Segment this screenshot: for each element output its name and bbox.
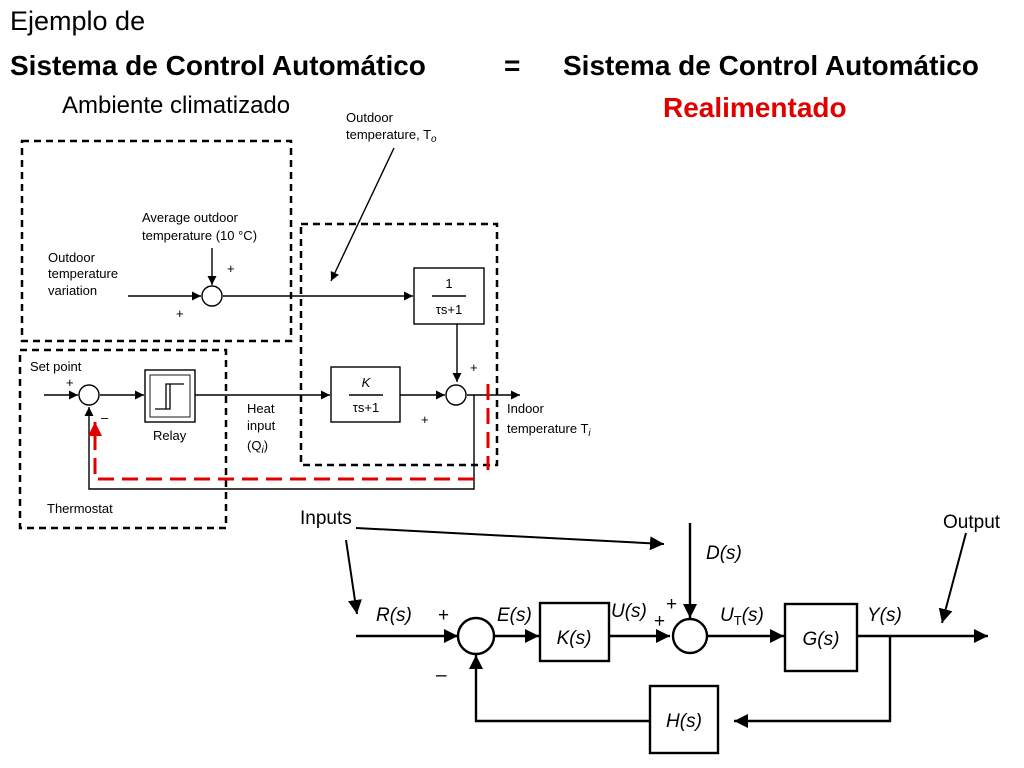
outdoor-label-sub: o	[431, 134, 437, 145]
plant-dashed-box	[299, 222, 499, 467]
heat-label-3: (Q	[247, 438, 261, 453]
right-title-line-1: Sistema de Control Automático	[563, 50, 979, 81]
outdoor-transfer-block	[413, 267, 485, 325]
svg-text:(Qi): (Qi)	[247, 438, 268, 456]
title-line-1: Ejemplo de	[10, 6, 146, 36]
disturbance-label: D(s)	[706, 543, 742, 564]
variation-label-1: Outdoor	[48, 250, 96, 265]
tf1-denominator: τs+1	[436, 302, 462, 317]
thermostat-labels: Outdoor temperature, To Average outdoor …	[30, 110, 591, 516]
plus-sign: +	[227, 261, 235, 276]
reference-label: R(s)	[376, 605, 412, 626]
variation-label-3: variation	[48, 283, 97, 298]
total-control-close: (s)	[742, 605, 764, 626]
inputs-label: Inputs	[300, 508, 352, 529]
total-control-label: U	[720, 605, 734, 626]
thermostat-label: Thermostat	[47, 501, 113, 516]
feedback-block-diagram	[345, 523, 988, 755]
controller-label: K(s)	[557, 628, 592, 649]
svg-text:temperature Ti: temperature Ti	[507, 421, 591, 439]
thermostat-diagram	[18, 139, 520, 530]
block-diagram-labels: Inputs Output D(s) R(s) + E(s) K(s) U(s)…	[300, 508, 1001, 732]
plus-sign: +	[666, 594, 677, 615]
indoor-summing-junction	[445, 384, 467, 406]
disturbance-summing-junction	[671, 617, 709, 655]
svg-text:temperature, To: temperature, To	[346, 127, 437, 145]
feedback-highlight	[88, 384, 490, 481]
control-label: U(s)	[611, 601, 647, 622]
heat-label-sub: i	[261, 445, 264, 456]
controller-dashed-box	[18, 348, 228, 530]
right-title-line-2: Realimentado	[663, 92, 847, 123]
plus-sign: +	[470, 360, 478, 375]
tf2-numerator: K	[362, 375, 372, 390]
avg-outdoor-label-1: Average outdoor	[142, 210, 239, 225]
total-control-sub: T	[734, 613, 742, 628]
plus-sign: +	[66, 375, 74, 390]
svg-text:UT(s): UT(s)	[720, 605, 764, 628]
title-line-2: Sistema de Control Automático	[10, 50, 426, 81]
plus-sign: +	[654, 611, 665, 632]
plus-sign: +	[176, 306, 184, 321]
outdoor-label-2: temperature, T	[346, 127, 431, 142]
outdoor-label-1: Outdoor	[346, 110, 394, 125]
error-label: E(s)	[497, 605, 532, 626]
heat-label-close: )	[264, 438, 268, 453]
controller-block	[538, 601, 611, 663]
setpoint-summing-junction	[78, 384, 100, 406]
minus-sign: –	[436, 665, 447, 686]
outdoor-summing-junction	[201, 285, 223, 307]
indoor-label-1: Indoor	[507, 401, 545, 416]
equals-sign: =	[504, 50, 521, 81]
error-summing-junction	[456, 616, 496, 656]
tf1-numerator: 1	[445, 276, 452, 291]
plant-label: G(s)	[803, 629, 840, 650]
relay-block	[144, 369, 196, 423]
indoor-label-sub: i	[588, 428, 591, 439]
avg-outdoor-label-2: temperature (10 °C)	[142, 228, 257, 243]
output-signal-label: Y(s)	[867, 605, 902, 626]
plant-block	[783, 602, 859, 673]
variation-label-2: temperature	[48, 266, 118, 281]
subtitle: Ambiente climatizado	[62, 92, 291, 119]
tf2-denominator: τs+1	[353, 400, 379, 415]
minus-sign: –	[101, 410, 109, 425]
heat-label-1: Heat	[247, 401, 275, 416]
indoor-label-2: temperature T	[507, 421, 588, 436]
relay-label: Relay	[153, 428, 187, 443]
plus-sign: +	[421, 412, 429, 427]
setpoint-label: Set point	[30, 359, 82, 374]
environment-dashed-box	[20, 139, 293, 343]
plus-sign: +	[438, 605, 449, 626]
output-label: Output	[943, 512, 1001, 533]
feedback-block	[648, 684, 720, 755]
heat-label-2: input	[247, 418, 276, 433]
feedback-label: H(s)	[666, 711, 702, 732]
